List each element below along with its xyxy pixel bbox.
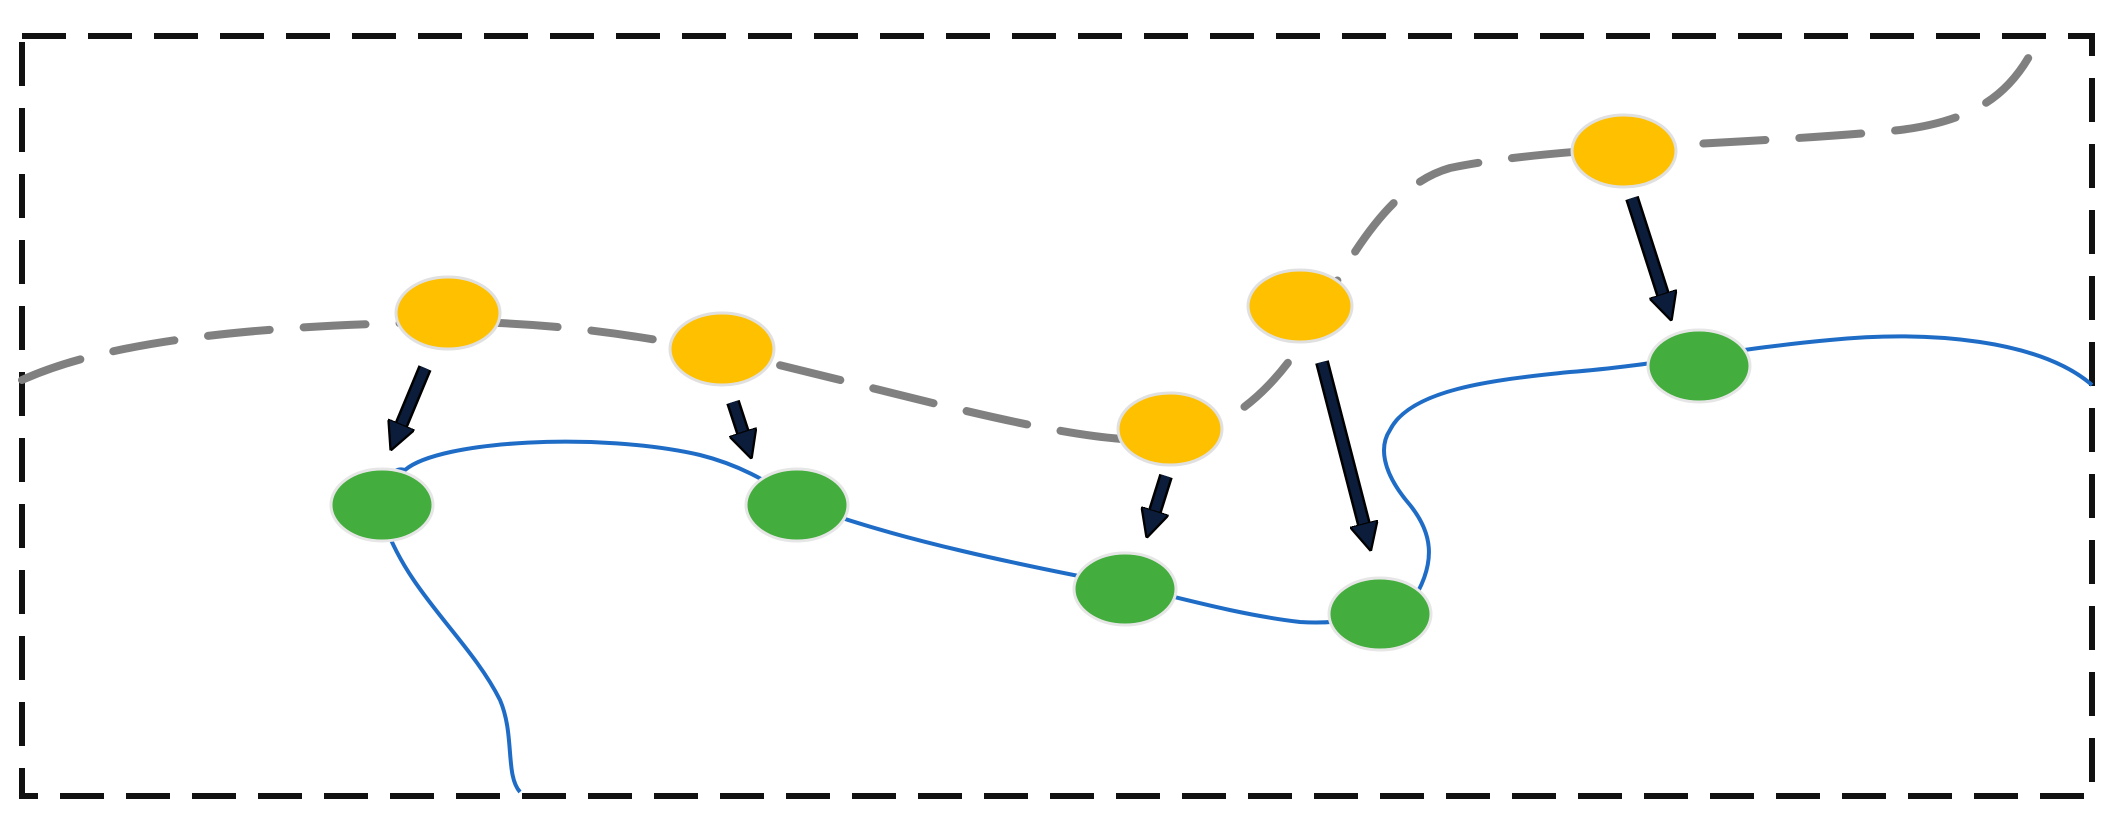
arrow-5-core (1627, 196, 1668, 310)
dashed-frame (19, 33, 2095, 799)
target-point-1 (329, 467, 435, 543)
target-points (329, 328, 1752, 652)
arrow-3-core (1150, 474, 1171, 527)
source-point-3 (1116, 391, 1224, 467)
target-point-2 (744, 467, 850, 543)
source-point-1 (394, 275, 502, 351)
arrow-4-core (1317, 360, 1368, 540)
target-point-3 (1072, 551, 1178, 627)
source-point-2 (668, 311, 776, 387)
source-points (394, 113, 1678, 467)
mapping-arrows (395, 195, 1668, 540)
target-point-4 (1327, 576, 1433, 652)
arrow-2-core (728, 400, 748, 448)
source-point-5 (1570, 113, 1678, 189)
arrow-1-core (395, 366, 430, 440)
source-point-4 (1246, 268, 1354, 344)
target-point-6 (1646, 328, 1752, 404)
target-curve (379, 334, 2094, 794)
